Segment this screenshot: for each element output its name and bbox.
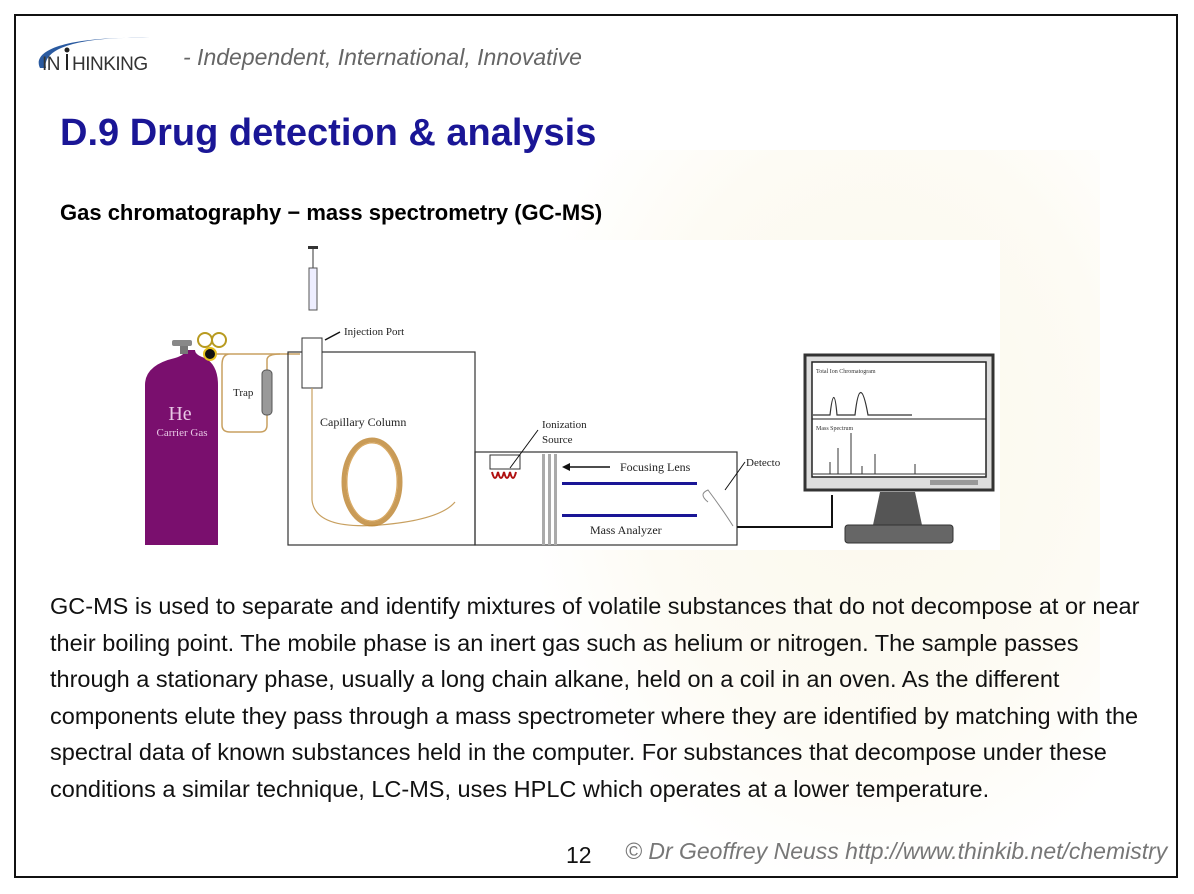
tagline: - Independent, International, Innovative xyxy=(183,44,582,70)
trap-label: Trap xyxy=(233,387,254,399)
detector-label: Detecto xyxy=(746,457,781,469)
inthinking-logo: IN HINKING xyxy=(38,37,150,75)
gas-name-label: Carrier Gas xyxy=(156,427,207,439)
ionization-label-2: Source xyxy=(542,434,573,446)
footer-credit: © Dr Geoffrey Neuss http://www.thinkib.n… xyxy=(625,838,1168,864)
slide-subtitle: Gas chromatography − mass spectrometry (… xyxy=(60,200,603,225)
tic-label: Total Ion Chromatogram xyxy=(816,369,876,375)
mass-analyzer-label: Mass Analyzer xyxy=(590,523,662,537)
ionization-label-1: Ionization xyxy=(542,419,587,431)
gas-cylinder xyxy=(145,350,218,545)
slide-title: D.9 Drug detection & analysis xyxy=(60,112,597,154)
svg-text:HINKING: HINKING xyxy=(72,54,148,75)
mass-spectrum-label: Mass Spectrum xyxy=(816,426,853,432)
gas-symbol-label: He xyxy=(168,403,191,425)
page-number: 12 xyxy=(566,842,592,868)
injection-port-label: Injection Port xyxy=(344,326,404,338)
capillary-column-label: Capillary Column xyxy=(320,415,406,429)
focusing-lens-label: Focusing Lens xyxy=(620,460,691,474)
svg-text:IN: IN xyxy=(42,54,60,75)
gcms-diagram: He Carrier Gas Trap Injection Port Capil… xyxy=(140,240,1000,550)
slide-body-text: GC-MS is used to separate and identify m… xyxy=(50,593,1140,802)
